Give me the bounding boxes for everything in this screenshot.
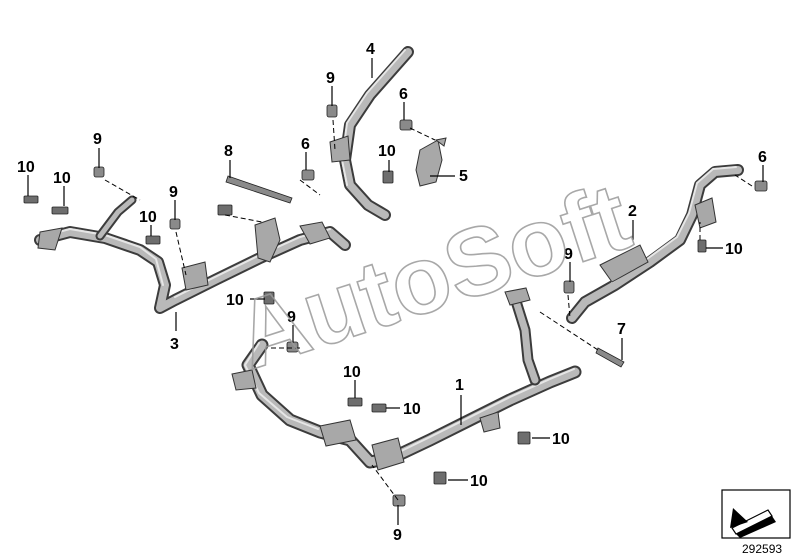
clip-10d xyxy=(217,204,233,216)
part-2-right-tube[interactable] xyxy=(566,164,744,324)
screw-9f xyxy=(392,494,406,507)
diagram-number: 292593 xyxy=(742,542,782,556)
screw-9c xyxy=(326,104,338,118)
part-3-left-tube[interactable] xyxy=(34,195,351,314)
screw-9b xyxy=(169,218,181,230)
nut-6c xyxy=(754,180,768,192)
callout-10i: 10 xyxy=(552,431,570,448)
callout-8: 8 xyxy=(224,143,233,160)
bolt-8 xyxy=(225,175,293,204)
callout-3: 3 xyxy=(170,336,179,353)
callout-10a: 10 xyxy=(17,159,35,176)
part-4-upper-tube[interactable] xyxy=(329,46,414,221)
nut-6a xyxy=(301,169,315,181)
callout-10e: 10 xyxy=(226,292,244,309)
clip-10i xyxy=(371,403,387,413)
clip-10b xyxy=(51,206,69,215)
callout-9f: 9 xyxy=(393,527,402,544)
callout-6b: 6 xyxy=(399,86,408,103)
callout-10d: 10 xyxy=(378,143,396,160)
bolt-7 xyxy=(595,347,625,368)
clip-10a xyxy=(23,195,39,204)
callout-10j: 10 xyxy=(470,473,488,490)
clip-10c xyxy=(145,235,161,245)
callout-7: 7 xyxy=(617,321,626,338)
callout-6c: 6 xyxy=(758,149,767,166)
callout-1: 1 xyxy=(455,377,464,394)
callout-10g: 10 xyxy=(343,364,361,381)
clip-10j xyxy=(517,431,531,445)
nut-6b xyxy=(399,119,413,131)
callout-10h: 10 xyxy=(403,401,421,418)
orientation-box xyxy=(721,489,791,539)
screw-9d xyxy=(563,280,575,294)
part-1-lower-tube[interactable] xyxy=(231,287,582,471)
assembly-lines xyxy=(104,119,753,501)
clip-10g xyxy=(697,239,707,253)
callout-2: 2 xyxy=(628,203,637,220)
callout-9b: 9 xyxy=(169,184,178,201)
callouts: 1 2 3 4 5 6 6 6 7 8 9 9 9 9 9 9 10 10 10… xyxy=(17,41,767,544)
callout-5: 5 xyxy=(459,168,468,185)
clip-10h xyxy=(347,397,363,407)
callout-9c: 9 xyxy=(326,70,335,87)
callout-9a: 9 xyxy=(93,131,102,148)
clip-10f xyxy=(382,170,394,184)
callout-9d: 9 xyxy=(564,246,573,263)
arrow-nav-icon xyxy=(730,508,776,538)
callout-10b: 10 xyxy=(53,170,71,187)
leader-lines xyxy=(27,58,764,525)
clip-10e xyxy=(263,291,275,305)
clip-10k xyxy=(433,471,447,485)
callout-6a: 6 xyxy=(301,136,310,153)
hardware xyxy=(23,104,768,507)
callout-9e: 9 xyxy=(287,309,296,326)
part-5-bracket[interactable] xyxy=(415,137,447,187)
callout-10f: 10 xyxy=(725,241,743,258)
callout-4: 4 xyxy=(366,41,375,58)
callout-10c: 10 xyxy=(139,209,157,226)
screw-9a xyxy=(93,166,105,178)
